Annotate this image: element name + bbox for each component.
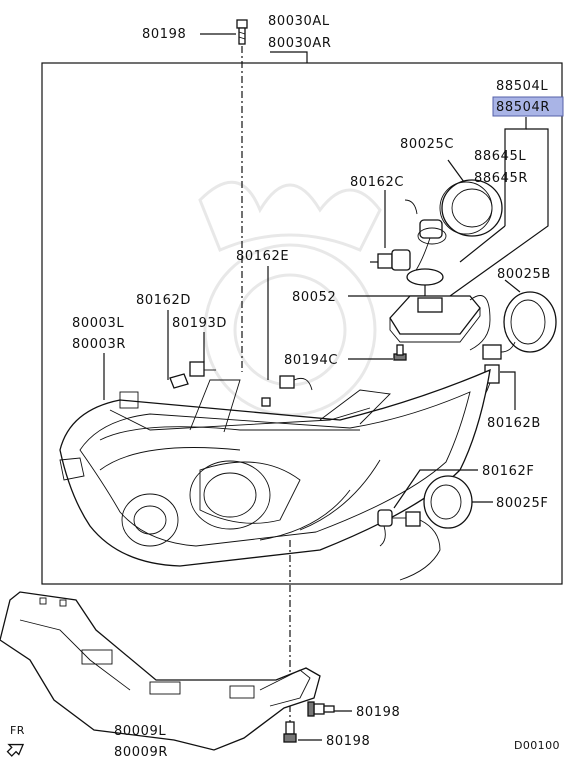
cap-80025c xyxy=(439,179,503,237)
leader-module-harness xyxy=(504,117,527,226)
bracket-bolt xyxy=(307,701,335,717)
label-bulb-c: 80162C xyxy=(350,175,404,190)
label-assembly-l: 80030AL xyxy=(268,14,330,29)
label-bolt-bottom: 80198 xyxy=(326,734,370,749)
oring-80052 xyxy=(406,268,444,286)
leader-assembly xyxy=(270,51,308,63)
label-bracket-r: 80009R xyxy=(114,745,168,760)
label-bulb-b: 80162B xyxy=(487,416,541,431)
socket-80162d xyxy=(169,361,216,389)
cap-80025b xyxy=(503,291,557,353)
front-arrow-icon xyxy=(6,743,25,757)
label-front-marker: FR xyxy=(10,724,25,737)
label-module-r: 88504R xyxy=(496,100,550,115)
cap-80025f xyxy=(423,475,473,529)
label-bolt-top: 80198 xyxy=(142,27,186,42)
label-cap-b: 80025B xyxy=(497,267,551,282)
label-assembly-r: 80030AR xyxy=(268,36,331,51)
label-bulb-e: 80162E xyxy=(236,249,289,264)
label-oring: 80052 xyxy=(292,290,336,305)
bulb-80162c xyxy=(370,249,411,271)
label-screw-c: 80194C xyxy=(284,353,338,368)
assembly-frame xyxy=(41,62,563,585)
headlamp-housing xyxy=(59,368,491,567)
label-harness-r: 88645R xyxy=(474,171,528,186)
label-cap-c: 80025C xyxy=(400,137,454,152)
label-housing-r: 80003R xyxy=(72,337,126,352)
label-bulb-f: 80162F xyxy=(482,464,534,479)
label-cap-f: 80025F xyxy=(496,496,548,511)
bulb-80162f xyxy=(377,509,441,581)
label-harness-l: 88645L xyxy=(474,149,526,164)
label-housing-l: 80003L xyxy=(72,316,124,331)
top-bolt xyxy=(236,19,248,45)
label-socket-d2: 80193D xyxy=(172,316,227,331)
screw-80194c xyxy=(393,344,407,361)
bottom-bolt xyxy=(283,721,297,743)
label-drawing-code: D00100 xyxy=(514,739,560,752)
label-socket-d: 80162D xyxy=(136,293,191,308)
label-bracket-l: 80009L xyxy=(114,724,166,739)
leader-module xyxy=(449,128,549,297)
bulb-80162e xyxy=(261,375,313,407)
mounting-bracket xyxy=(0,591,321,751)
label-bolt-bracket: 80198 xyxy=(356,705,400,720)
highlight-88504r xyxy=(492,96,564,117)
ballast-module xyxy=(389,295,491,351)
label-module-l: 88504L xyxy=(496,79,548,94)
